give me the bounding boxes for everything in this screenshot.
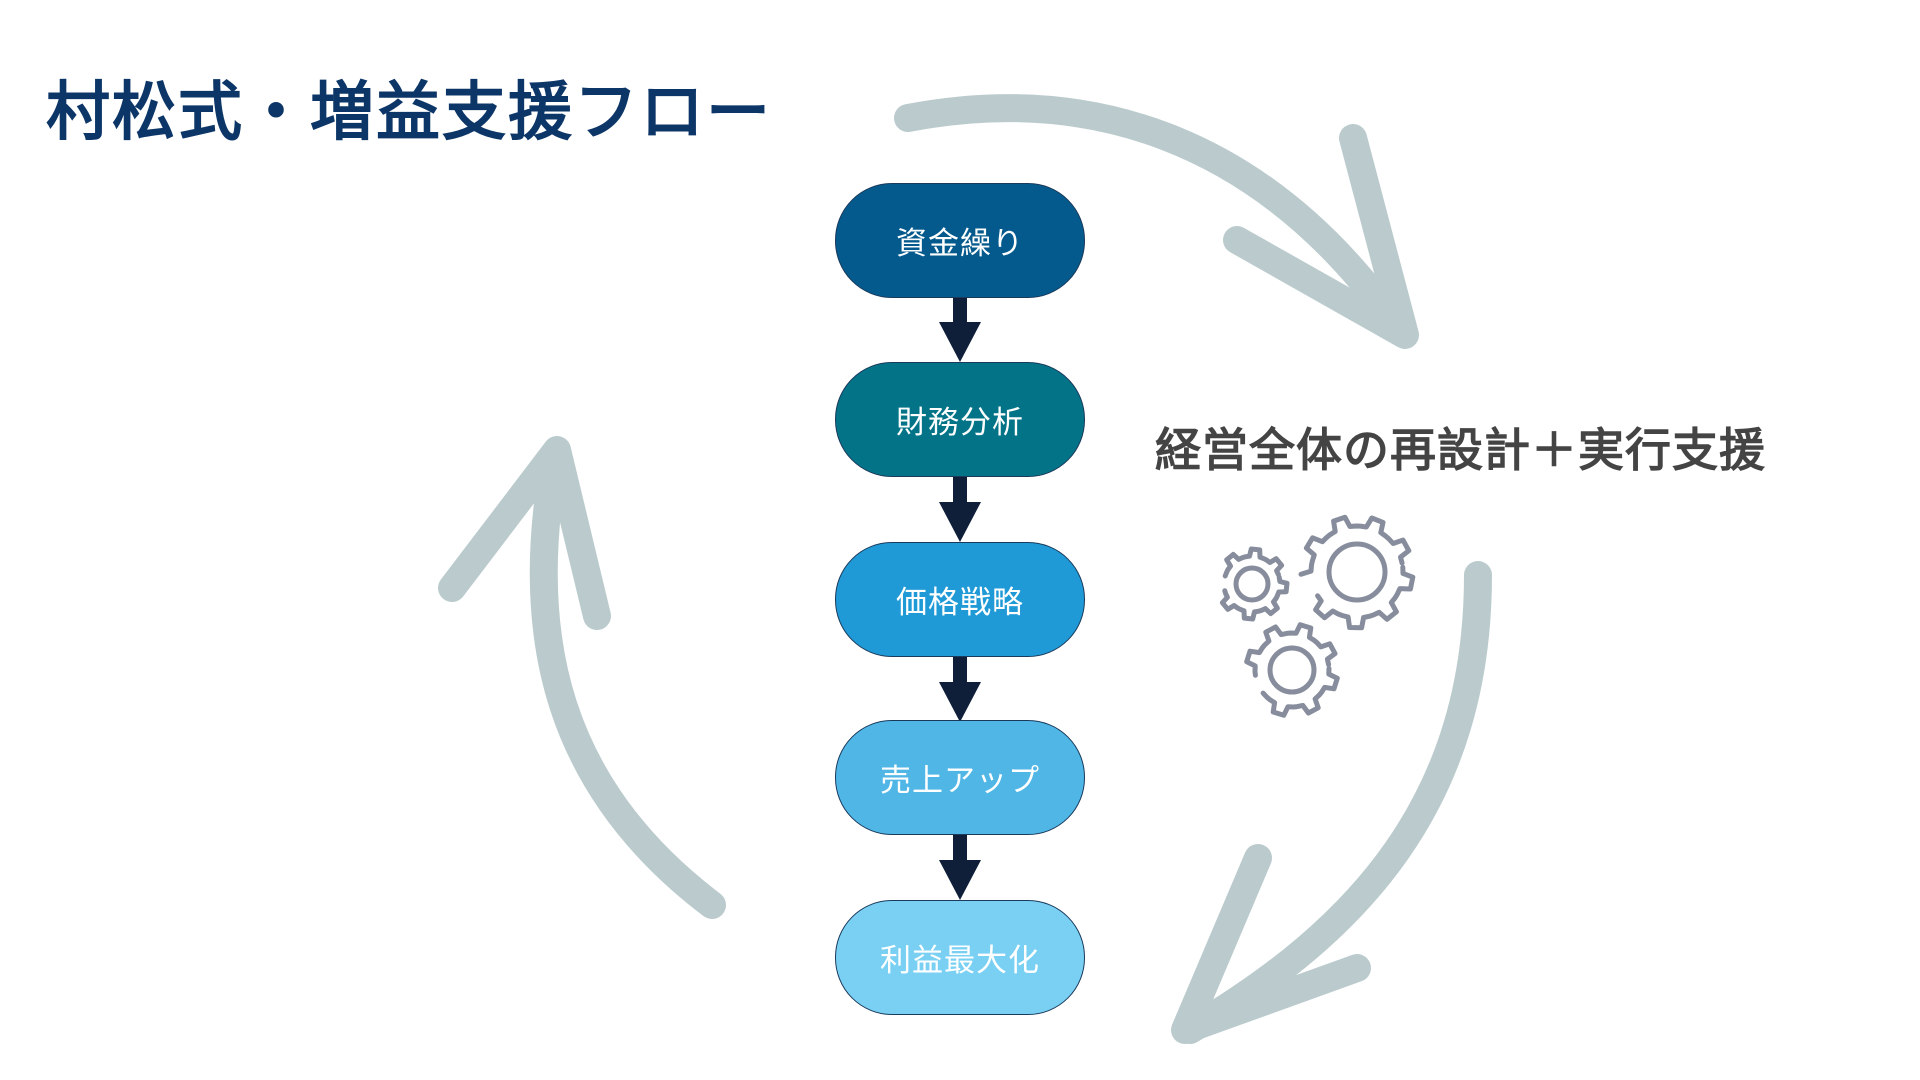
down-arrow-icon bbox=[939, 830, 981, 900]
subtitle: 経営全体の再設計＋実行支援 bbox=[1155, 423, 1766, 477]
gear-bottom-hole bbox=[1267, 645, 1317, 695]
cycle-arrow-left-icon bbox=[438, 436, 726, 919]
gear-small-hole bbox=[1233, 565, 1271, 603]
cycle-arrow-top-icon bbox=[894, 94, 1419, 349]
gear-bottom-teeth bbox=[1244, 622, 1340, 718]
step-profit-maximization: 利益最大化 bbox=[835, 900, 1085, 1015]
step-label: 財務分析 bbox=[896, 405, 1024, 441]
step-cash-flow: 資金繰り bbox=[835, 183, 1085, 298]
step-pricing-strategy: 価格戦略 bbox=[835, 542, 1085, 657]
step-financial-analysis: 財務分析 bbox=[835, 362, 1085, 477]
gear-small-teeth bbox=[1219, 546, 1290, 622]
step-label: 利益最大化 bbox=[880, 943, 1040, 979]
down-arrow-icon bbox=[939, 652, 981, 722]
cycle-arrow-right-icon bbox=[1171, 561, 1492, 1044]
gear-large-hole bbox=[1326, 541, 1388, 603]
step-label: 価格戦略 bbox=[896, 585, 1024, 621]
gear-large-teeth bbox=[1298, 514, 1416, 631]
step-label: 売上アップ bbox=[880, 763, 1040, 799]
down-arrow-icon bbox=[939, 472, 981, 542]
down-arrow-icon bbox=[939, 292, 981, 362]
step-sales-increase: 売上アップ bbox=[835, 720, 1085, 835]
step-label: 資金繰り bbox=[896, 226, 1024, 262]
page-title: 村松式・増益支援フロー bbox=[46, 76, 772, 150]
